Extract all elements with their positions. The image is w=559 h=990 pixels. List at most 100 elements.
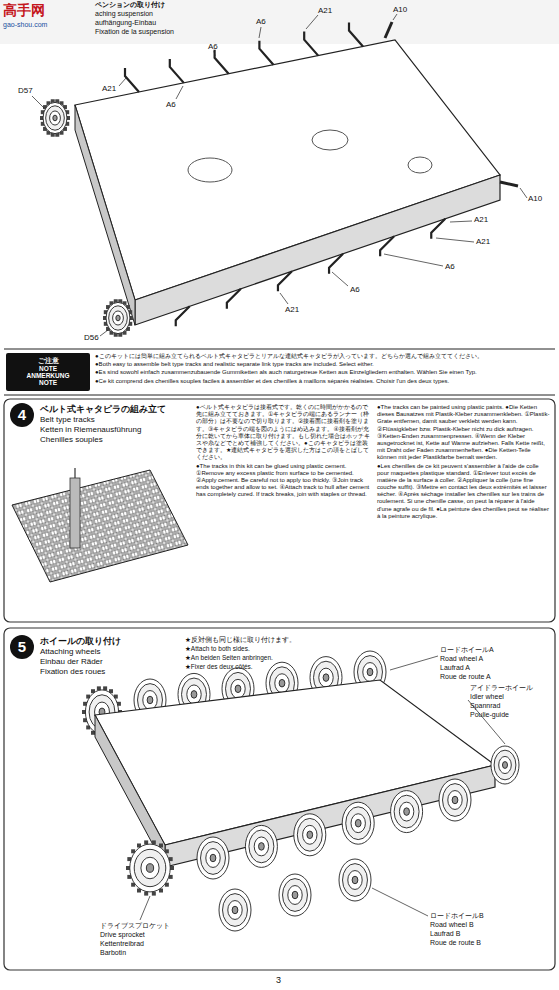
part-name: Spannrad: [470, 702, 500, 710]
node-text: ANMERKUNG: [27, 372, 70, 379]
callout-number: A6: [208, 42, 218, 52]
drive-sprocket: [126, 840, 174, 895]
final-drive-cover-ring: [53, 115, 57, 121]
torsion-arm: [431, 219, 445, 239]
hull-front-face: [75, 105, 135, 325]
idler-wheel: [491, 746, 519, 784]
leader-line: [259, 27, 261, 38]
step-title: Attaching wheels: [40, 647, 100, 657]
road-wheel-ring: [367, 668, 373, 676]
leader-line: [306, 15, 318, 29]
leader-line: [390, 656, 438, 670]
road-wheel-ring: [448, 791, 462, 810]
leader-line: [119, 78, 126, 86]
step-title: ベルト式キャタピラの組み立て: [40, 404, 166, 414]
part-name: ドライブスプロケット: [100, 922, 170, 930]
road-wheel-b-ring: [292, 891, 298, 899]
part-name: Drive sprocket: [100, 931, 145, 939]
road-wheel-ring: [399, 802, 413, 821]
leader-line: [32, 96, 44, 108]
node-text: ご注意: [38, 357, 59, 364]
road-wheel-b-ring: [348, 871, 362, 890]
leader-line: [332, 272, 348, 286]
node-text: 4: [18, 406, 26, 423]
torsion-arm: [176, 306, 190, 326]
road-wheel: [391, 791, 423, 833]
road-wheel-ring: [231, 679, 245, 698]
road-wheel: [439, 779, 471, 821]
road-wheel-b-ring: [228, 901, 242, 920]
hull-hatch: [408, 157, 432, 173]
note-text: ★Attach to both sides.: [185, 645, 250, 653]
road-wheel-b-ring: [339, 859, 371, 901]
step-number: 4: [10, 403, 34, 427]
road-wheel-ring: [319, 668, 333, 687]
part-name: Barbotin: [100, 949, 126, 957]
callout-number: A10: [393, 5, 407, 15]
road-wheel-ring: [342, 802, 374, 844]
final-drive-cover-ring: [113, 311, 124, 325]
callout-number: A6: [350, 285, 360, 295]
note-text: ●このキットには簡単に組み立てられるベルト式キャタピラとリアルな連結式キャタピラ…: [95, 353, 550, 360]
torsion-arm: [380, 236, 394, 256]
callout-number: A21: [318, 6, 332, 16]
callout-number: A21: [285, 305, 299, 315]
instruction-text: ●The tracks in this kit can be glued usi…: [196, 463, 371, 499]
note-text: ●Ce kit comprend des chenilles souples f…: [95, 378, 550, 385]
road-wheel-ring: [245, 825, 277, 867]
note-header-box: ご注意NOTEANMERKUNGNOTE: [6, 353, 90, 391]
road-wheel-b-ring: [288, 886, 302, 905]
road-wheel-b-ring: [219, 889, 251, 931]
road-wheel: [342, 802, 374, 844]
torsion-arm: [329, 254, 343, 274]
road-wheel-ring: [452, 796, 458, 804]
instruction-text: ●ベルト式キャタピラは接着式です。乾くのに時間がかかるので先に組み立てておきます…: [196, 404, 371, 462]
final-drive-cover-ring: [43, 102, 67, 133]
final-drive-cover: [103, 299, 133, 336]
step-title: Chenilles souples: [40, 435, 103, 445]
road-wheel-b: [219, 889, 251, 931]
part-name: Kettentreibrad: [100, 940, 144, 948]
watermark: gao-shou.com: [3, 21, 47, 29]
part-name: Road wheel B: [430, 921, 474, 929]
road-wheel-ring: [351, 814, 365, 833]
torsion-arm: [349, 23, 363, 47]
road-wheel-ring: [307, 831, 313, 839]
leader-line: [372, 888, 428, 916]
front-parts: [126, 746, 519, 931]
road-wheel-ring: [355, 819, 361, 827]
torsion-arm: [278, 271, 292, 291]
hull-hatch: [188, 158, 232, 182]
leader-line: [280, 293, 288, 304]
idler-axle: [500, 182, 518, 186]
road-wheel-ring: [439, 779, 471, 821]
drive-sprocket-ring: [134, 849, 166, 886]
hull-side-face: [135, 175, 500, 325]
step-title: Einbau der Räder: [40, 657, 103, 667]
road-wheel-b-ring: [223, 894, 248, 927]
road-wheel-b-ring: [343, 864, 368, 897]
leader-line: [140, 896, 150, 920]
part-name: Idler wheel: [470, 693, 504, 701]
road-wheel-ring: [346, 807, 371, 840]
step-title: aufhängung-Einbau: [95, 19, 156, 27]
road-wheel-ring: [297, 818, 322, 851]
road-wheel-ring: [259, 843, 265, 851]
road-wheel: [245, 825, 277, 867]
road-wheel-ring: [363, 663, 377, 682]
idler-wheel-ring: [494, 750, 516, 780]
leader-line: [450, 221, 472, 222]
note-text: ●Es sind sowohl einfach zusammenzubauend…: [95, 369, 550, 376]
final-drive-cover-ring: [109, 306, 128, 330]
drive-sprocket-ring: [141, 857, 159, 879]
callout-number: A21: [476, 237, 490, 247]
road-wheel-ring: [206, 849, 220, 868]
hull-side-face: [165, 765, 495, 867]
drive-sprocket: [130, 844, 170, 892]
step-title: aching suspension: [95, 10, 153, 18]
road-wheel-ring: [147, 696, 153, 704]
road-wheel-b-ring: [279, 874, 311, 916]
road-wheel-ring: [294, 814, 326, 856]
note-text: ●Both easy to assemble belt type tracks …: [95, 361, 550, 368]
road-wheel: [197, 837, 229, 879]
